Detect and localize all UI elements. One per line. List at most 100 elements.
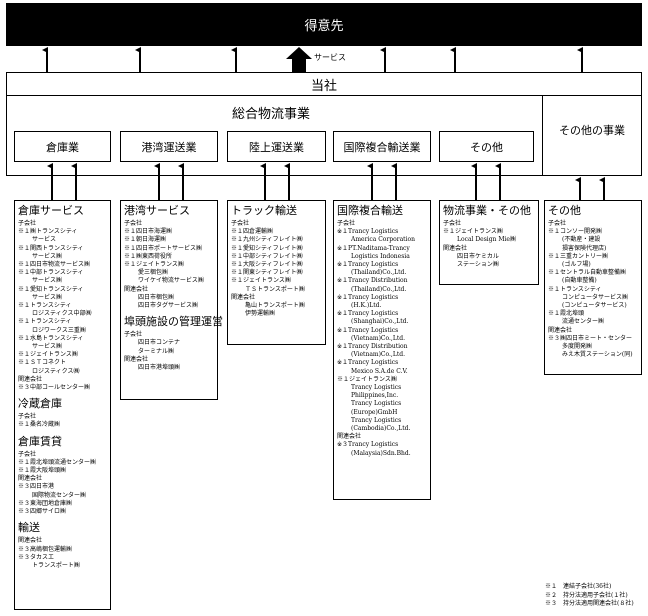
segment-label: 倉庫業 xyxy=(46,140,79,154)
list-item: 亀山トランスポート㈱ xyxy=(245,302,305,310)
list-item: 関連会社 xyxy=(231,293,256,301)
list-item: ※１Trancy Distribution xyxy=(337,277,408,285)
list-item: コンピュータサービス㈱ xyxy=(562,293,629,301)
company-label: 当社 xyxy=(310,78,337,94)
footnote: ※１ 連結子会社(36社) xyxy=(545,583,612,590)
list-item: ※１霞北埠頭流通センター㈱ xyxy=(18,458,97,466)
list-item: ※１Trancy Logistics xyxy=(337,326,399,334)
list-item: ※３東海団地倉庫㈱ xyxy=(18,499,73,507)
other-business-label: その他の事業 xyxy=(559,124,625,137)
list-item: ※１三重カントリー㈱ xyxy=(548,252,609,260)
land-detail-box xyxy=(227,200,326,345)
list-item: サービス xyxy=(32,236,57,244)
list-item: (Cambodia)Co.,Ltd. xyxy=(351,425,411,433)
footnotes: ※１ 連結子会社(36社) ※２ 持分法適用子会社(１社) ※３ 持分法適用関連… xyxy=(545,583,634,609)
segment-land-transport: 陸上運送業 xyxy=(227,131,326,162)
list-item: ※１四日市ポートサービス㈱ xyxy=(124,244,203,252)
list-item: America Corporation xyxy=(351,236,415,244)
segment-international: 国際複合輸送業 xyxy=(333,131,431,162)
list-item: ※１霞大阪埠頭㈱ xyxy=(18,467,67,475)
list-item: ※１㈱トランスシティ xyxy=(18,228,78,236)
segment-label: 陸上運送業 xyxy=(249,140,304,154)
list-item: (自動車整備) xyxy=(562,277,597,285)
list-item: 愛三梱包㈱ xyxy=(138,269,169,277)
list-item: 多度開発㈱ xyxy=(562,343,593,351)
footnote: ※２ 持分法適用子会社(１社) xyxy=(545,591,628,599)
warehouse-detail-list: 倉庫サービス 子会社 ※１㈱トランスシティ サービス ※１関西トランスシティ サ… xyxy=(18,203,96,570)
list-item: ※１Trancy Logistics xyxy=(337,359,399,367)
heading-logistics-other: 物流事業・その他 xyxy=(443,204,531,217)
list-item: ※１ＳＴコネクト xyxy=(18,359,67,367)
list-item: ※１大阪シティフレイト㈱ xyxy=(231,261,303,269)
segment-label: 港湾運送業 xyxy=(141,140,197,154)
list-item: ※３四郷サイロ㈱ xyxy=(18,508,67,516)
list-item: ※１ジェイトランス㈱ xyxy=(443,228,503,236)
other-business-box xyxy=(542,95,642,176)
heading-international: 国際複合輸送 xyxy=(337,204,403,217)
list-item: ※１ジェイトランス㈱ xyxy=(18,351,78,359)
list-item: (Thailand)Co.,Ltd. xyxy=(351,285,407,293)
list-item: 伊勢運輸㈱ xyxy=(245,310,276,318)
port-detail-list: 港湾サービス 子会社 ※１四日市海運㈱ ※１朝日海運㈱ ※１四日市ポートサービス… xyxy=(124,203,223,372)
list-item: ※１四倉運輸㈱ xyxy=(231,228,274,236)
list-item: サービス㈱ xyxy=(32,293,63,301)
list-item: Trancy Logistics xyxy=(351,384,402,392)
list-item: ※１中部トランスシティ xyxy=(18,269,84,277)
list-item: 四日市コンテナ xyxy=(138,339,181,347)
list-item: ※３四日市港 xyxy=(18,483,55,491)
list-item: 関連会社 xyxy=(124,285,149,293)
list-item: 四日市梱包㈱ xyxy=(138,293,175,301)
list-item: ※１Trancy Distribution xyxy=(337,343,408,351)
segment-label: その他 xyxy=(470,140,503,154)
list-item: (Europe)GmbH xyxy=(351,408,398,416)
warehouse-detail-box xyxy=(14,200,111,610)
list-item: 子会社 xyxy=(18,450,37,458)
list-item: ※１水島トランスシティ xyxy=(18,334,84,342)
port-detail-box xyxy=(120,200,218,400)
list-item: ※３タカスエ xyxy=(18,553,55,561)
list-item: ※３㈱四日市ミート・センター xyxy=(548,334,633,342)
heading-port-service: 港湾サービス xyxy=(124,204,190,217)
list-item: ロジスティクス中部㈱ xyxy=(32,310,92,318)
list-item: ※１Trancy Logistics xyxy=(337,293,399,301)
heading-warehouse-service: 倉庫サービス xyxy=(18,204,84,217)
list-item: 子会社 xyxy=(443,220,462,227)
list-item: ※１Trancy Logistics xyxy=(337,228,399,236)
list-item: ※１トランスシティ xyxy=(548,285,602,293)
list-item: ※１ジェイトランス㈱ xyxy=(124,261,184,269)
list-item: ※１愛知シティフレイト㈱ xyxy=(231,244,303,252)
list-item: ※１関西トランスシティ xyxy=(18,244,84,252)
other-logistics-detail-box xyxy=(439,200,539,285)
list-item: Local Design Mie㈱ xyxy=(457,236,516,244)
list-item: 子会社 xyxy=(18,220,37,227)
list-item: 関連会社 xyxy=(548,326,573,334)
heading-transport: 輸送 xyxy=(18,521,40,535)
list-item: トランスポート㈱ xyxy=(32,561,80,569)
list-item: ※１ジェイトランス㈱ xyxy=(231,277,291,285)
heading-other: その他 xyxy=(548,204,581,217)
list-item: 関連会社 xyxy=(18,537,43,545)
service-arrow xyxy=(286,47,312,72)
list-item: 四日市港埠頭㈱ xyxy=(138,364,181,372)
customer-label: 得意先 xyxy=(304,19,344,34)
heading-cold-storage: 冷蔵倉庫 xyxy=(18,397,62,411)
list-item: サービス㈱ xyxy=(32,252,63,260)
list-item: (不動産・建設 xyxy=(562,236,601,244)
list-item: (Malaysia)Sdn.Bhd. xyxy=(351,449,411,457)
list-item: ＴＳトランスポート㈱ xyxy=(245,285,305,293)
list-item: 国際物流センター㈱ xyxy=(32,491,87,499)
list-item: ※１愛知トランスシティ xyxy=(18,285,84,293)
heading-warehouse-rental: 倉庫賃貸 xyxy=(18,434,62,448)
list-item: ※１桑名冷蔵㈱ xyxy=(18,421,61,429)
list-item: 関連会社 xyxy=(124,355,149,363)
list-item: 関連会社 xyxy=(18,475,43,483)
service-label: サービス xyxy=(314,53,346,62)
list-item: 関連会社 xyxy=(337,433,362,441)
list-item: ※３高嶋梱包運輸㈱ xyxy=(18,545,73,553)
land-detail-list: トラック輸送 子会社 ※１四倉運輸㈱ ※１九州シティフレイト㈱ ※１愛知シティフ… xyxy=(231,203,305,318)
list-item: ロジスティクス㈱ xyxy=(32,367,80,375)
segment-port-transport: 港湾運送業 xyxy=(120,131,218,162)
list-item: ※１霞北埠頭 xyxy=(548,310,585,318)
other-logistics-detail-list: 物流事業・その他 子会社 ※１ジェイトランス㈱ Local Design Mie… xyxy=(443,203,531,269)
